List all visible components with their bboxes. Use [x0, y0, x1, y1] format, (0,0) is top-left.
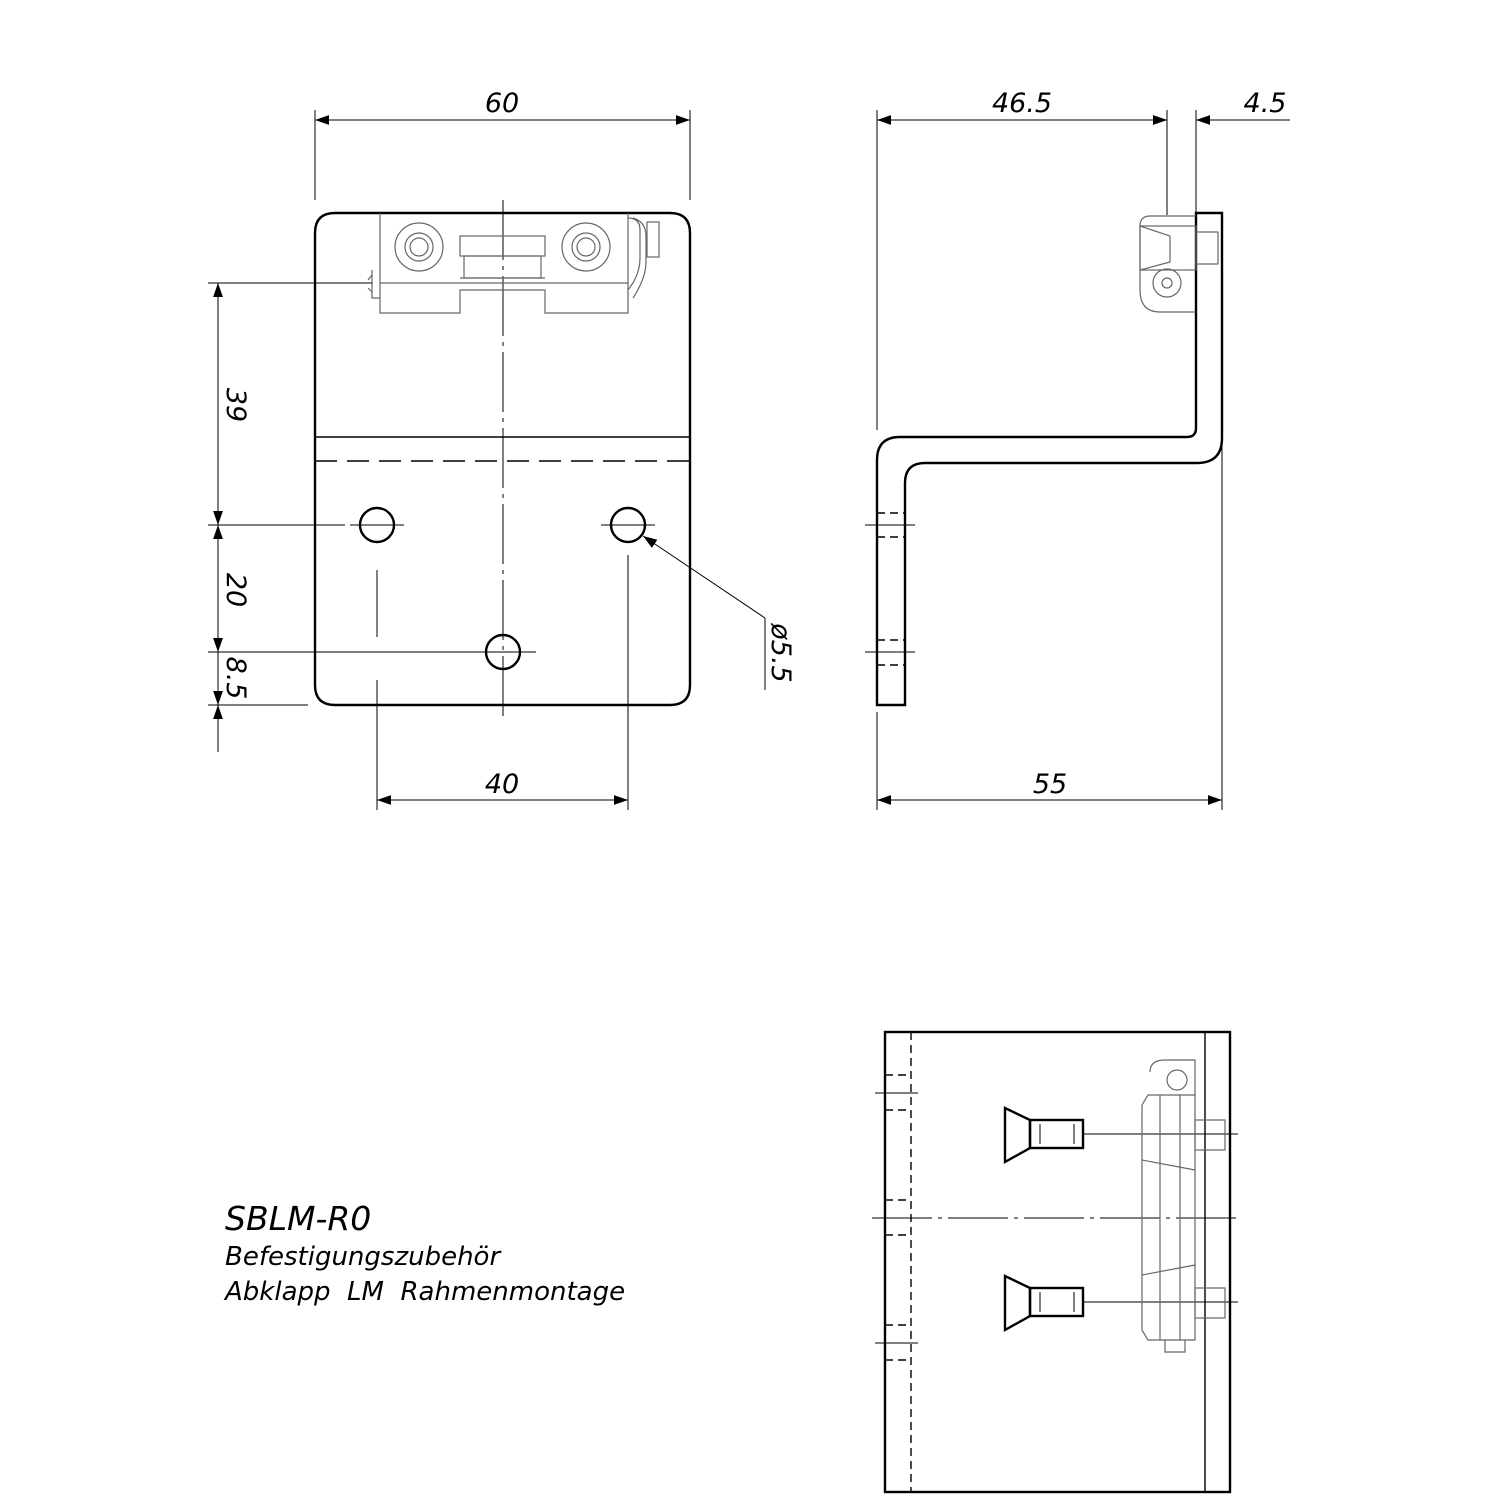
front-plate-outline [313, 211, 692, 707]
part-code: SBLM-R0 [225, 1199, 371, 1238]
dim-height-20: 20 [220, 573, 251, 607]
dim-hole-spacing-40: 40 [485, 769, 519, 800]
side-hinge-detail [1139, 215, 1219, 313]
side-profile [875, 211, 1224, 707]
part-description: Abklapp LM Rahmenmontage [223, 1277, 625, 1307]
top-view [872, 1030, 1242, 1494]
side-view: 46.5 4.5 55 [865, 88, 1290, 810]
top-hinge-detail [1141, 1059, 1226, 1353]
dim-height-39: 39 [220, 388, 251, 422]
part-category: Befestigungszubehör [225, 1242, 502, 1272]
dim-height-8-5: 8.5 [220, 657, 251, 700]
dim-thickness-4-5: 4.5 [1244, 88, 1287, 119]
dim-hole-diameter: ø5.5 [765, 622, 796, 682]
screw-lower [1003, 1274, 1238, 1333]
screw-upper [1003, 1106, 1238, 1165]
front-view: 60 39 20 8.5 40 ø5.5 [208, 88, 796, 810]
dim-depth-46-5: 46.5 [992, 88, 1052, 119]
dim-total-55: 55 [1033, 769, 1067, 800]
dim-width-60: 60 [485, 88, 519, 119]
title-block: SBLM-R0 Befestigungszubehör Abklapp LM R… [223, 1199, 625, 1307]
top-plate-outline [883, 1030, 1232, 1494]
hinge-block [367, 213, 660, 314]
